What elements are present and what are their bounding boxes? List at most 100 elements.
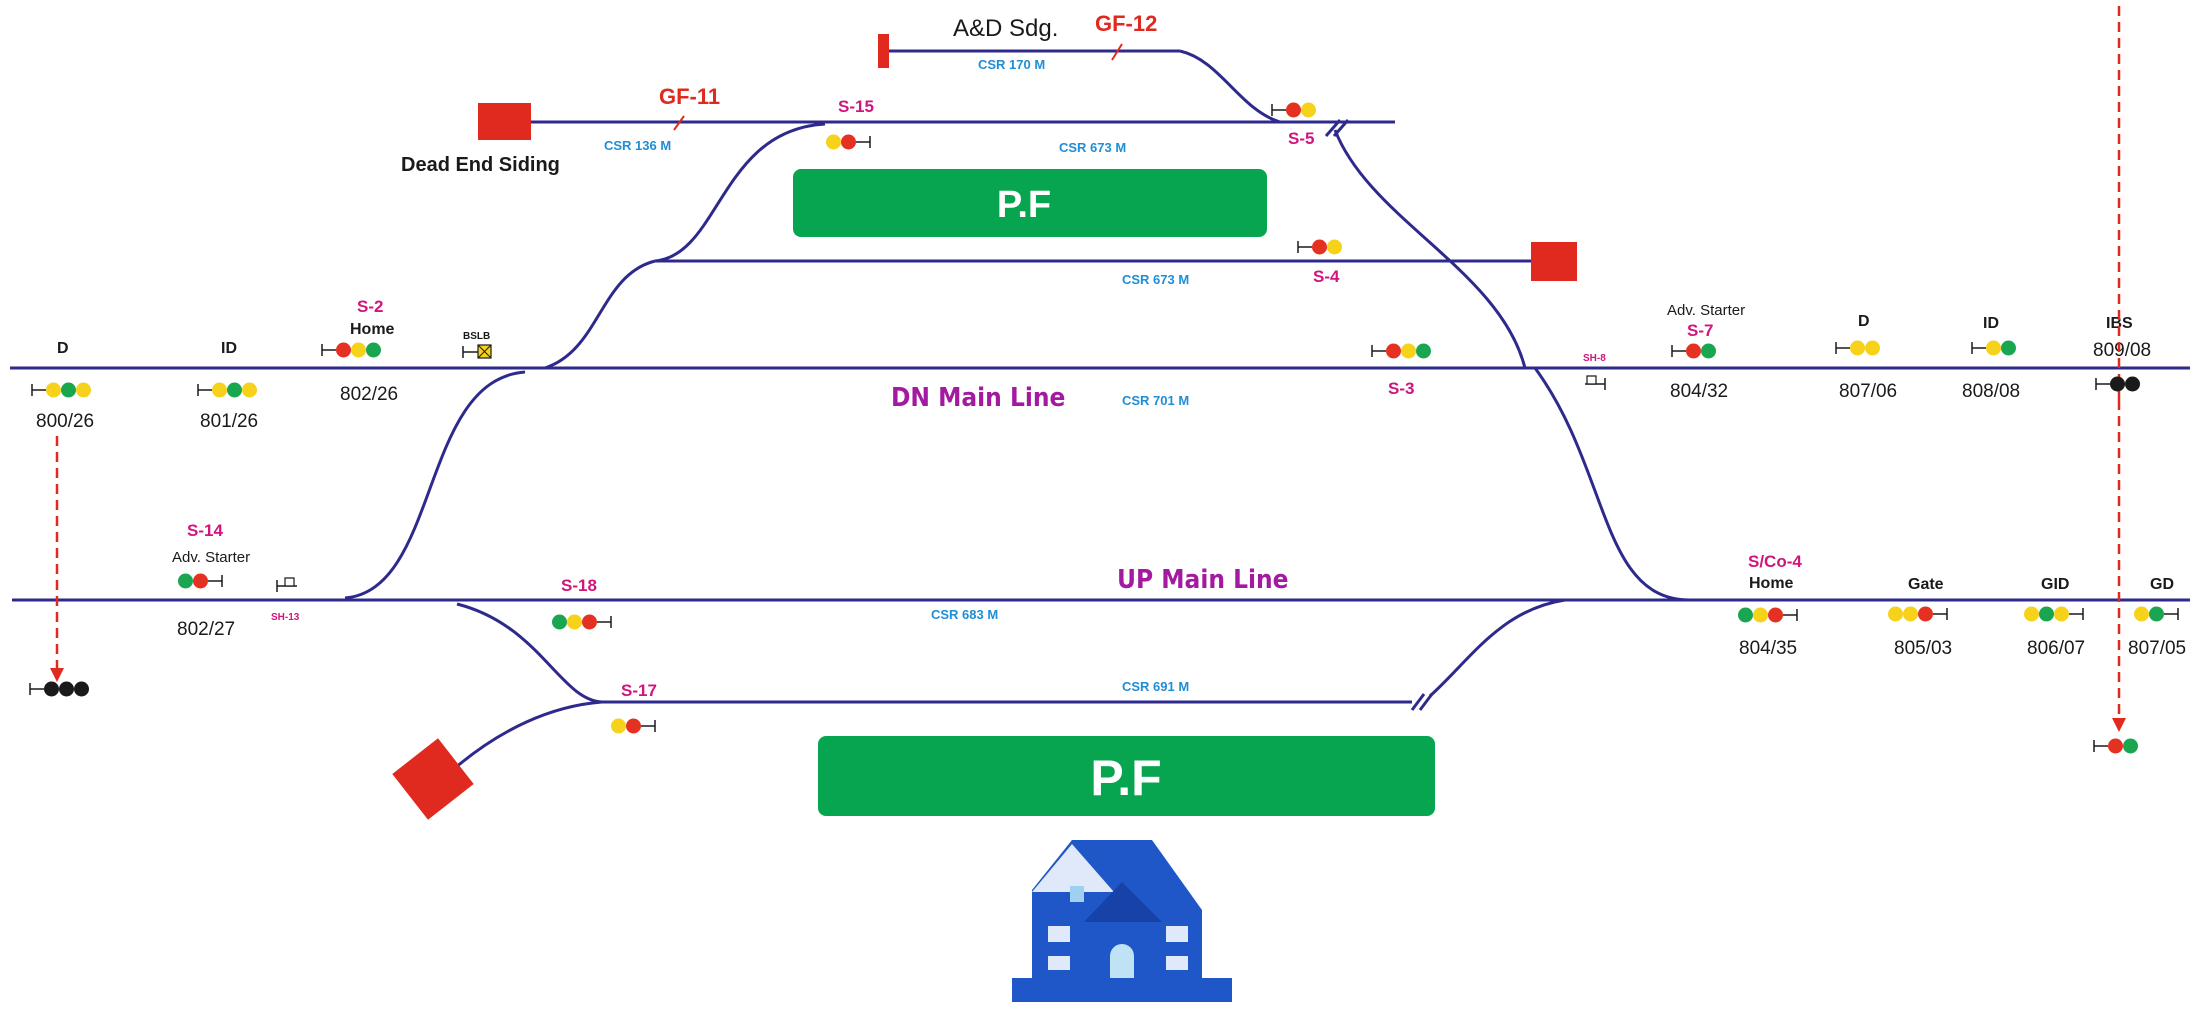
platform-top: [793, 169, 1267, 237]
signal-lamp: [841, 134, 856, 150]
s7-signal: [1671, 343, 1716, 359]
slash-lower-b: [1418, 693, 1434, 711]
slash-lower: [1410, 693, 1426, 711]
signal-lamp: [2125, 376, 2140, 392]
dead-end-siding-label: Dead End Siding: [401, 154, 560, 176]
s3-label: S-3: [1388, 379, 1414, 398]
s3-signal: [1371, 343, 1431, 359]
signal-lamp: [1738, 607, 1753, 623]
station-building-icon: [1012, 840, 1232, 1002]
up-km-805: 805/03: [1894, 638, 1952, 659]
dn-km-802: 802/26: [340, 384, 398, 405]
s7-label: S-7: [1687, 321, 1713, 340]
gf-11-mark: [673, 115, 685, 131]
signal-lamp: [1850, 340, 1865, 356]
bslb-label: BSLB: [463, 331, 490, 342]
s2-signal: [321, 342, 381, 358]
s14-signal: [178, 573, 223, 589]
s2-type-label: Home: [350, 321, 395, 338]
signal-lamp: [1753, 607, 1768, 623]
up-807-signal: [2134, 606, 2179, 622]
s5-signal: [1271, 102, 1316, 118]
dn-801-signal: [197, 382, 257, 398]
sh13-shunt-icon: [276, 577, 297, 592]
s14-type-label: Adv. Starter: [172, 549, 250, 566]
signal-lamp: [46, 382, 61, 398]
signal-lamp: [2110, 376, 2125, 392]
up-main-line-label: UP Main Line: [1117, 564, 1289, 594]
signal-lamp: [1986, 340, 2001, 356]
up-806-signal: [2024, 606, 2084, 622]
platform-top-label: P.F: [997, 184, 1051, 226]
slash-s5: [1324, 119, 1342, 137]
lower-spur-stop-block: [392, 738, 474, 820]
sh13-label: SH-13: [271, 612, 300, 623]
up-805-signal: [1888, 606, 1948, 622]
lower-loop-right-connection: [1428, 598, 1566, 698]
s7-type-label: Adv. Starter: [1667, 302, 1745, 319]
signal-lamp: [1701, 343, 1716, 359]
signal-lamp: [611, 718, 626, 734]
dn-800-arrowhead: [50, 668, 64, 682]
platform-bottom-label: P.F: [1090, 750, 1161, 806]
dn-type-807: D: [1858, 313, 1870, 330]
up-to-dn-crossover-left: [344, 370, 526, 600]
signal-lamp: [2108, 738, 2123, 754]
dn-type-808: ID: [1983, 315, 1999, 332]
signal-lamp: [2024, 606, 2039, 622]
sh8-shunt-icon: [1585, 375, 1606, 390]
signal-lamp: [1312, 239, 1327, 255]
ibs-arrowhead: [2112, 718, 2126, 732]
signal-lamp: [61, 382, 76, 398]
signal-lamp: [567, 614, 582, 630]
signal-lamp: [1401, 343, 1416, 359]
s17-signal: [611, 718, 656, 734]
sh8-label: SH-8: [1583, 353, 1606, 364]
signal-lamp: [1686, 343, 1701, 359]
gf-12-label: GF-12: [1095, 11, 1157, 36]
slash-s5b: [1332, 119, 1350, 137]
dn-808-signal: [1971, 340, 2016, 356]
dn-807-signal: [1835, 340, 1880, 356]
signal-lamp: [1327, 239, 1342, 255]
signal-lamp: [552, 614, 567, 630]
lower-spur-track: [454, 700, 603, 770]
signal-lamp: [1286, 102, 1301, 118]
dn-km-804: 804/32: [1670, 381, 1728, 402]
loop-1-right-connection: [1333, 129, 1527, 369]
s18-label: S-18: [561, 576, 597, 595]
up-km-806: 806/07: [2027, 638, 2085, 659]
gf-12-mark: [1111, 43, 1123, 61]
dn-km-809: 809/08: [2093, 340, 2151, 361]
s2-label: S-2: [357, 297, 383, 316]
csr-691-label: CSR 691 M: [1122, 679, 1189, 694]
csr-683-label: CSR 683 M: [931, 607, 998, 622]
signal-lamp: [74, 681, 89, 697]
up-km-804: 804/35: [1739, 638, 1797, 659]
signal-lamp: [212, 382, 227, 398]
dead-end-stop-block: [478, 103, 531, 140]
signal-lamp: [227, 382, 242, 398]
signal-lamp: [351, 342, 366, 358]
ad-siding-label: A&D Sdg.: [953, 15, 1058, 42]
signal-lamp: [76, 382, 91, 398]
signal-lamp: [1416, 343, 1431, 359]
signal-lamp: [2054, 606, 2069, 622]
signal-lamp: [366, 342, 381, 358]
loop-1-left-connection: [654, 122, 826, 263]
signal-lamp: [242, 382, 257, 398]
signal-heads: [29, 102, 2179, 754]
up-type-806: GID: [2041, 576, 2069, 593]
loop-2-left-connection: [544, 259, 656, 370]
signal-lamp: [1386, 343, 1401, 359]
s4-signal: [1297, 239, 1342, 255]
signal-lamp: [193, 573, 208, 589]
signal-lamp: [826, 134, 841, 150]
loop-2-stop-block: [1531, 242, 1577, 281]
signal-lamp: [2149, 606, 2164, 622]
signal-lamp: [59, 681, 74, 697]
csr-673-top-label: CSR 673 M: [1059, 140, 1126, 155]
signal-lamp: [2039, 606, 2054, 622]
signal-lamp: [2001, 340, 2016, 356]
